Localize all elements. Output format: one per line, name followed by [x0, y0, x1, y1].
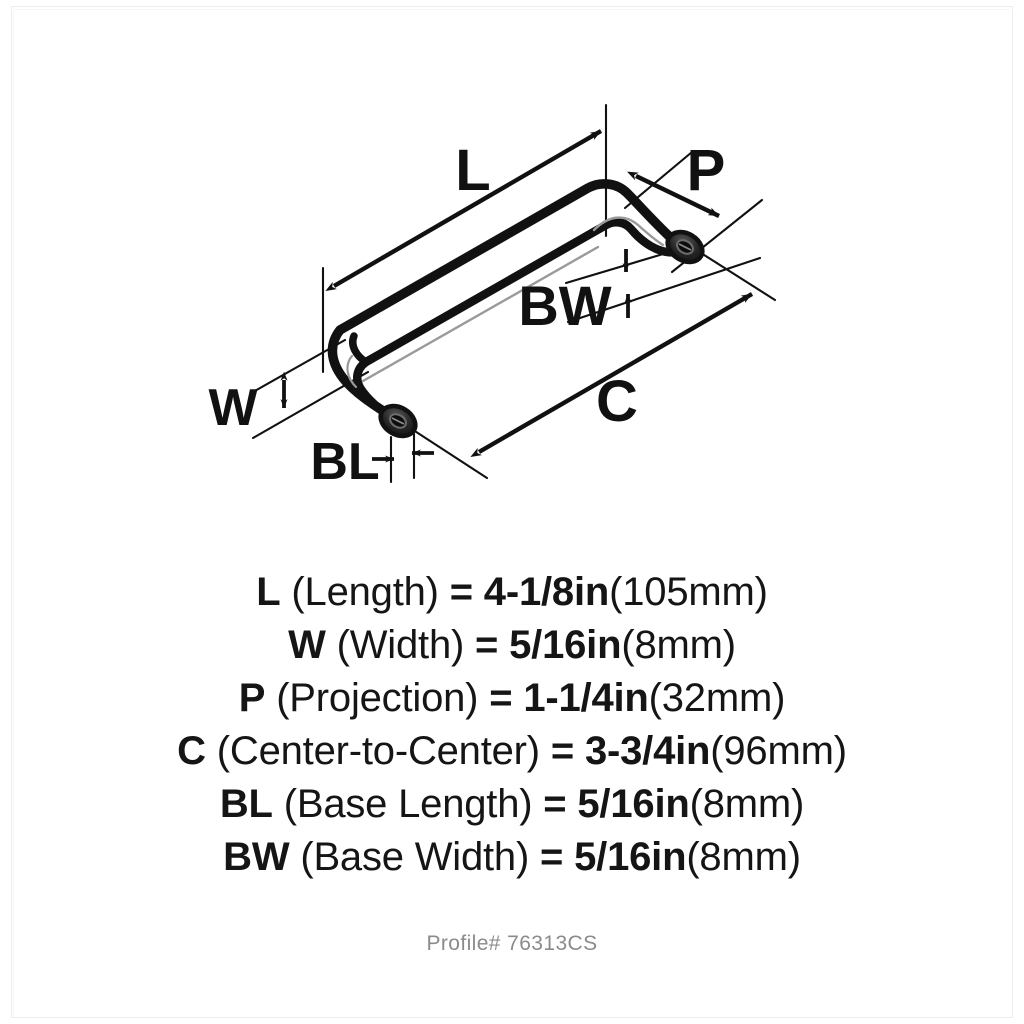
- spec-value-metric: (8mm): [686, 835, 801, 879]
- spec-value-imperial: 1-1/4in: [523, 676, 649, 720]
- spec-symbol: BL: [219, 782, 273, 826]
- dimension-line-base-width: [622, 249, 632, 318]
- spec-equals: =: [539, 729, 585, 773]
- spec-value-metric: (105mm): [609, 570, 768, 614]
- spec-symbol: P: [238, 676, 266, 720]
- handle-end-right: [665, 229, 705, 265]
- callout-label-width: W: [208, 379, 258, 437]
- spec-name: (Width): [336, 623, 465, 667]
- spec-symbol: W: [288, 623, 326, 667]
- spec-row: W (Width) = 5/16in(8mm): [0, 625, 1024, 678]
- dimension-labels: L W P C BL BW: [208, 138, 725, 491]
- spec-value-imperial: 5/16in: [577, 782, 690, 826]
- callout-label-base-length: BL: [310, 433, 379, 491]
- callout-label-length: L: [455, 138, 490, 203]
- callout-label-base-width: BW: [518, 274, 611, 337]
- spec-value-imperial: 5/16in: [509, 623, 622, 667]
- spec-name: (Base Width): [300, 835, 530, 879]
- product-dimension-drawing: L W P C BL BW: [208, 103, 777, 491]
- spec-value-imperial: 4-1/8in: [483, 570, 610, 614]
- spec-name: (Center-to-Center): [216, 729, 540, 773]
- spec-row: BL (Base Length) = 5/16in(8mm): [0, 784, 1024, 837]
- dimension-line-center-to-center: [470, 292, 754, 458]
- spec-value-metric: (96mm): [710, 729, 847, 773]
- screw-slot-left: [391, 417, 405, 425]
- spec-row: C (Center-to-Center) = 3-3/4in(96mm): [0, 731, 1024, 784]
- handle-highlight-left: [346, 354, 358, 389]
- callout-label-center-to-center: C: [596, 369, 638, 434]
- spec-value-imperial: 5/16in: [574, 835, 687, 879]
- spec-symbol: L: [256, 570, 281, 614]
- spec-name: (Projection): [276, 676, 479, 720]
- dimension-lines: [325, 129, 754, 458]
- spec-row: L (Length) = 4-1/8in(105mm): [0, 572, 1024, 625]
- spec-equals: =: [438, 570, 484, 614]
- handle-end-left: [378, 403, 418, 439]
- spec-value-metric: (8mm): [689, 782, 805, 826]
- spec-value-imperial: 3-3/4in: [584, 729, 711, 773]
- drawing-svg: L W P C BL BW: [208, 103, 777, 491]
- specification-list: L (Length) = 4-1/8in(105mm)W (Width) = 5…: [0, 572, 1024, 890]
- spec-value-metric: (8mm): [621, 623, 736, 667]
- spec-equals: =: [532, 782, 578, 826]
- spec-symbol: C: [177, 729, 206, 773]
- extension-line-c-right: [688, 244, 777, 302]
- callout-label-projection: P: [687, 138, 726, 203]
- extension-lines: [251, 103, 777, 484]
- spec-equals: =: [478, 676, 524, 720]
- spec-equals: =: [529, 835, 575, 879]
- spec-row: BW (Base Width) = 5/16in(8mm): [0, 837, 1024, 890]
- extension-line-c-left: [402, 422, 489, 480]
- spec-name: (Base Length): [283, 782, 533, 826]
- dimension-line-projection: [626, 171, 720, 218]
- spec-value-metric: (32mm): [648, 676, 786, 720]
- screw-slot-right: [678, 243, 692, 251]
- profile-number: Profile# 76313CS: [426, 932, 598, 955]
- handle-left-inner-return: [349, 332, 370, 366]
- spec-row: P (Projection) = 1-1/4in(32mm): [0, 678, 1024, 731]
- spec-name: (Length): [291, 570, 439, 614]
- spec-equals: =: [464, 623, 510, 667]
- dimension-line-base-length: [372, 449, 434, 463]
- handle-inner-edge: [353, 217, 683, 433]
- dimension-line-length: [325, 129, 603, 292]
- handle-highlight-bend: [592, 216, 665, 247]
- spec-symbol: BW: [223, 835, 290, 879]
